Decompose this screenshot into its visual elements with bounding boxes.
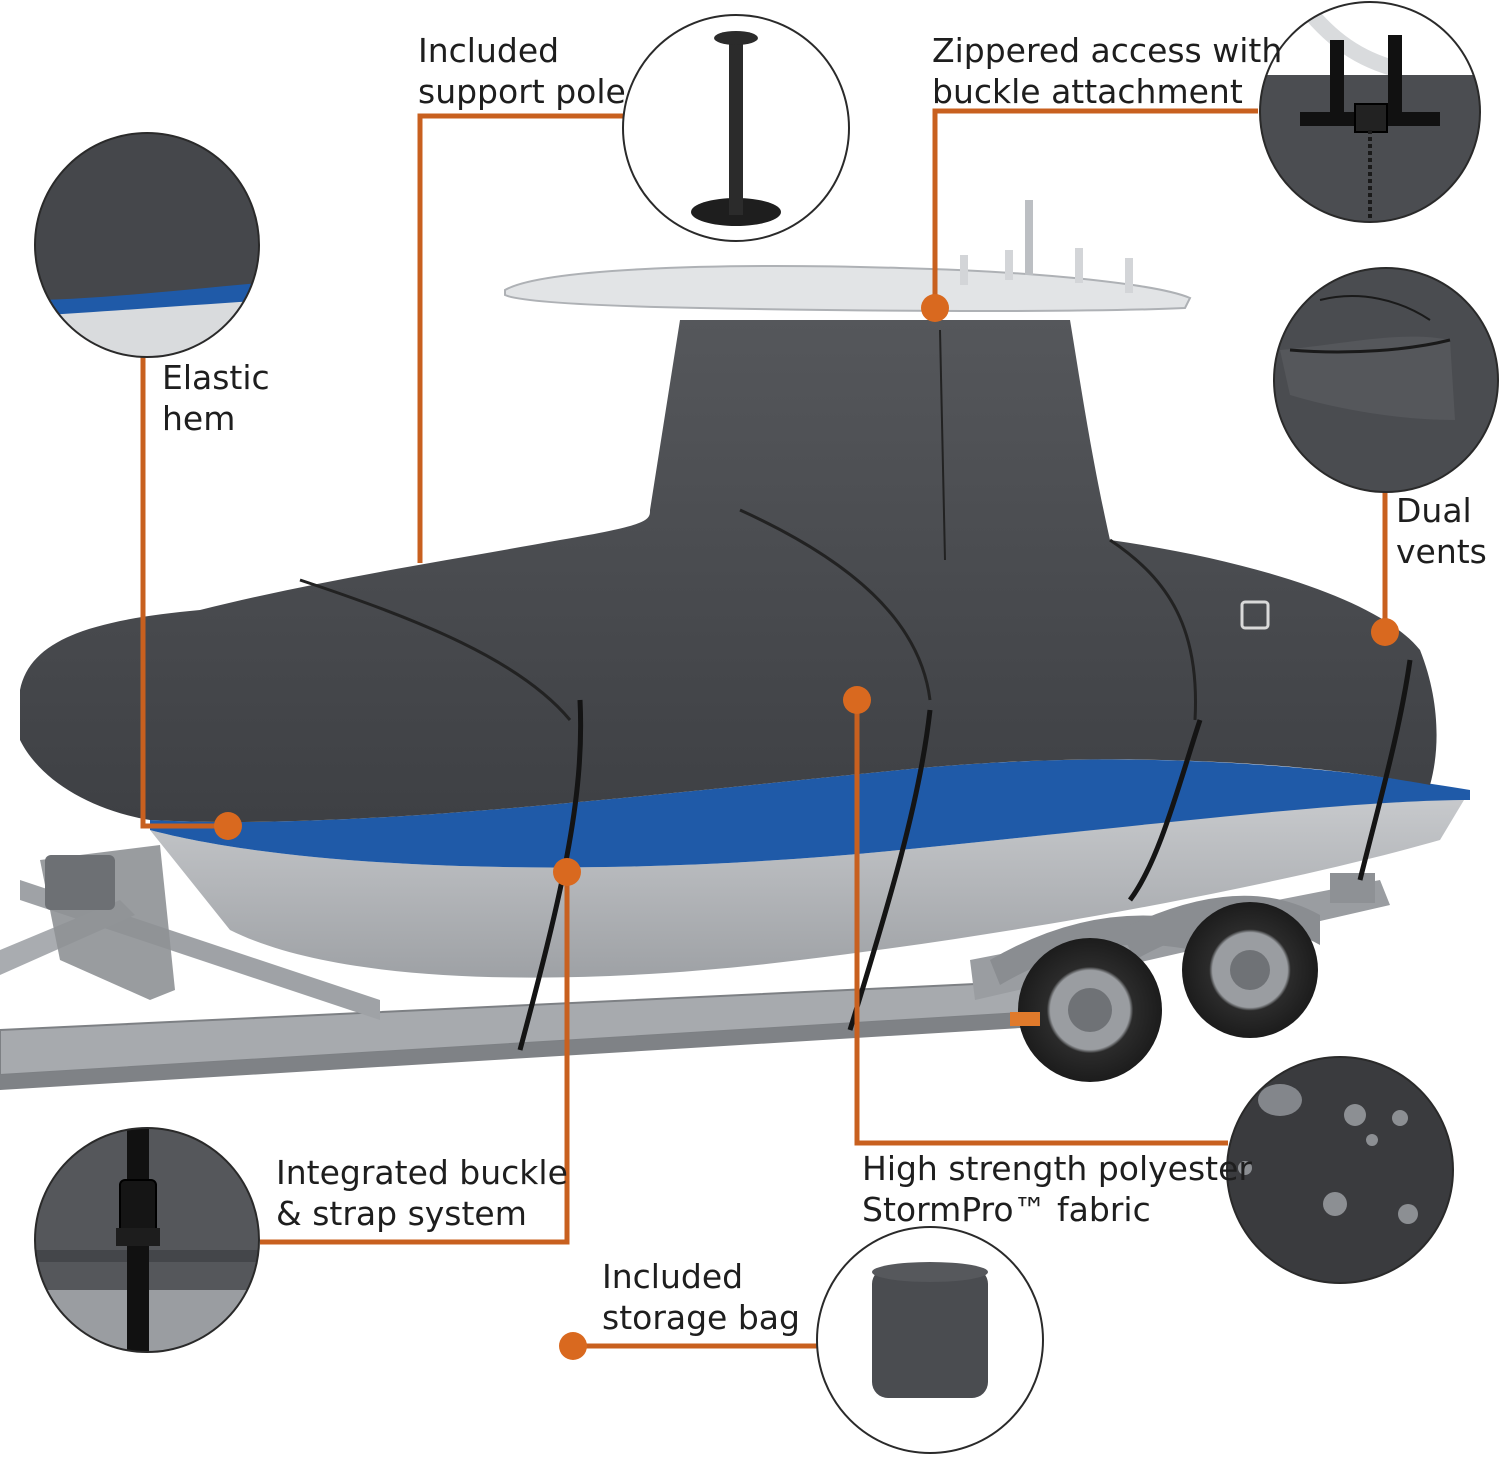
zippered-access-zoom (1259, 1, 1481, 223)
boat-cover (20, 320, 1437, 1051)
boat-trailer (0, 845, 1390, 1090)
label-buckle-strap-line2: & strap system (276, 1194, 527, 1233)
label-buckle-strap-line1: Integrated buckle (276, 1153, 568, 1192)
label-elastic-hem: Elastic hem (162, 357, 270, 439)
boat-hull (150, 759, 1470, 978)
label-fabric-line2: StormPro™ fabric (862, 1190, 1151, 1229)
label-dual-vents-line1: Dual (1396, 491, 1472, 530)
label-support-pole-line1: Included (418, 31, 560, 70)
t-top-frame (504, 200, 1192, 312)
storage-bag-zoom (816, 1226, 1044, 1454)
dual-vents-zoom (1273, 267, 1499, 493)
label-fabric-line1: High strength polyester (862, 1149, 1252, 1188)
label-buckle-strap: Integrated buckle & strap system (276, 1152, 568, 1234)
label-elastic-hem-line2: hem (162, 399, 236, 438)
label-dual-vents: Dual vents (1396, 490, 1487, 572)
label-zippered-access-line2: buckle attachment (932, 72, 1243, 111)
support-pole-zoom (622, 14, 850, 242)
buckle-strap-zoom (34, 1127, 260, 1353)
leader-lines (140, 108, 1399, 1360)
label-zippered-access-line1: Zippered access with (932, 31, 1283, 70)
label-support-pole-line2: support pole (418, 72, 626, 111)
label-storage-bag-line2: storage bag (602, 1298, 800, 1337)
label-storage-bag: Included storage bag (602, 1256, 800, 1338)
label-storage-bag-line1: Included (602, 1257, 744, 1296)
elastic-hem-zoom (34, 132, 260, 358)
fabric-zoom (1226, 1056, 1454, 1284)
label-zippered-access: Zippered access with buckle attachment (932, 30, 1282, 112)
label-elastic-hem-line1: Elastic (162, 358, 270, 397)
brand-logo (1240, 600, 1270, 630)
label-fabric: High strength polyester StormPro™ fabric (862, 1148, 1252, 1230)
label-dual-vents-line2: vents (1396, 532, 1487, 571)
label-support-pole: Included support pole (418, 30, 626, 112)
